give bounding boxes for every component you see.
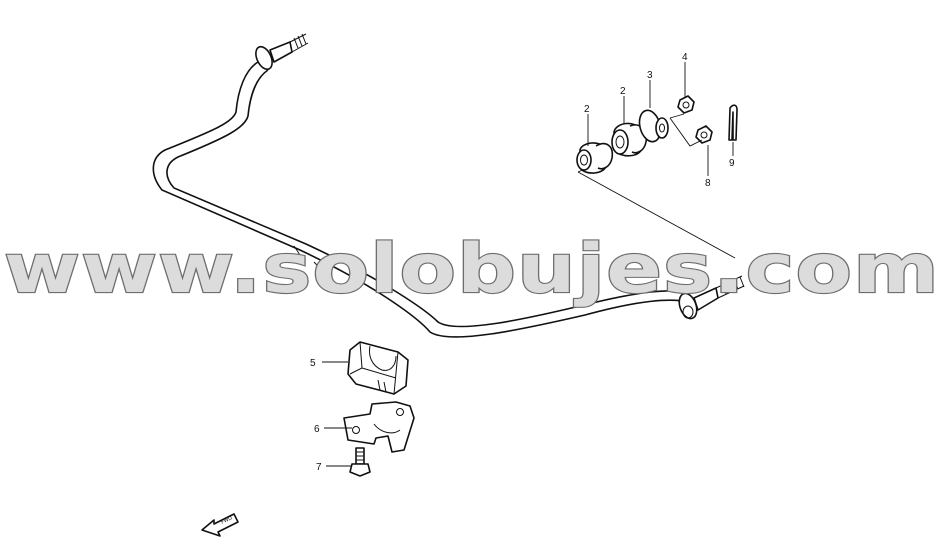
assembly-line — [577, 171, 736, 259]
callout-1: 1 — [377, 256, 383, 267]
bushing-front — [576, 142, 614, 174]
callout-2b: 2 — [620, 86, 626, 97]
stabilizer-bar — [152, 33, 745, 338]
callout-4: 4 — [682, 52, 688, 63]
washer — [638, 109, 669, 143]
mount-bushing — [347, 341, 409, 395]
callout-5: 5 — [310, 358, 316, 369]
bolt — [349, 447, 371, 477]
nut-lower — [695, 125, 713, 144]
nut-upper — [677, 95, 695, 114]
bracket — [343, 401, 415, 453]
callout-6: 6 — [314, 424, 320, 435]
callout-9: 9 — [729, 158, 735, 169]
front-arrow-label: FWD — [220, 515, 233, 526]
callout-8: 8 — [705, 178, 711, 189]
watermark-text: www.solobujes.com — [4, 230, 940, 309]
callout-3: 3 — [647, 70, 653, 81]
front-direction-arrow: FWD — [201, 513, 239, 537]
callout-7: 7 — [316, 462, 322, 473]
bushing-rear — [611, 122, 648, 157]
cotter-pin — [728, 104, 738, 141]
callout-2a: 2 — [584, 104, 590, 115]
